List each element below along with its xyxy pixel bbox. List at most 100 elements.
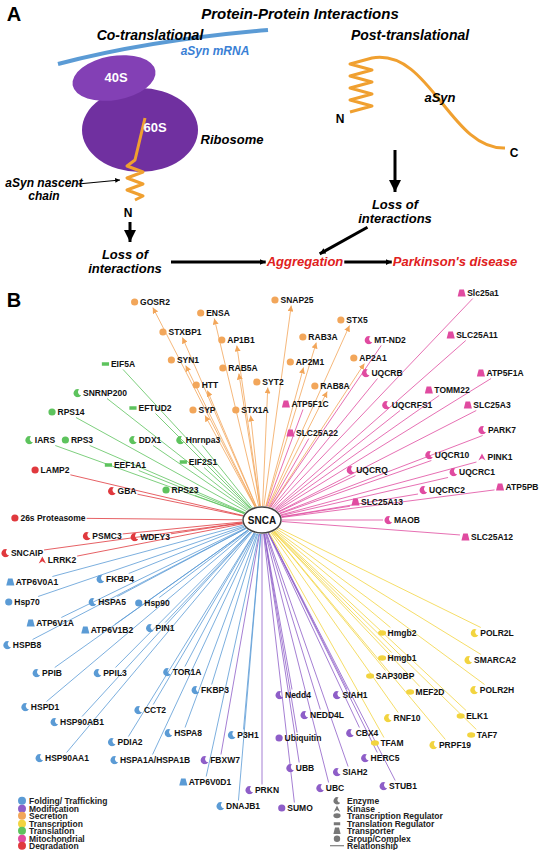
node-text: ATP5PB — [506, 483, 539, 492]
gene-icon — [429, 741, 438, 750]
gene-icon-shape — [361, 754, 368, 762]
gene-icon-shape — [2, 549, 9, 557]
node-text: Hmgb2 — [388, 629, 417, 638]
gene-node: Slc25a1 — [457, 289, 499, 298]
figure-label: aSyn — [424, 91, 455, 105]
node-text: Loss of interactions — [358, 197, 432, 226]
gene-icon-shape — [371, 740, 379, 745]
node-text: MAOB — [394, 516, 420, 525]
figure-label: N — [336, 113, 345, 126]
node-text: Ubiquitin — [285, 734, 322, 743]
gene-icon-shape — [378, 630, 386, 635]
gene-icon-shape — [219, 364, 226, 371]
interaction-line — [202, 446, 252, 508]
gene-icon — [332, 768, 341, 777]
gene-icon — [463, 401, 472, 410]
gene-icon — [163, 668, 172, 677]
gene-node: Hnrnpa3 — [176, 436, 220, 445]
node-text: P3H1 — [237, 731, 258, 740]
gene-icon-shape — [5, 598, 12, 605]
legend-text: Relationship — [347, 842, 398, 850]
node-text: EEF1A1 — [114, 461, 146, 470]
node-text: STX5 — [346, 316, 367, 325]
gene-node: EFTUD2 — [128, 404, 171, 413]
gene-icon-shape — [350, 354, 357, 361]
node-text: TAF7 — [477, 731, 498, 740]
gene-node: UQCRB — [361, 369, 402, 378]
gene-icon-shape — [27, 619, 35, 626]
asyn-protein — [350, 57, 505, 148]
gene-icon-shape — [31, 466, 38, 473]
gene-icon-shape — [464, 401, 472, 408]
gene-icon — [10, 514, 19, 523]
gene-node: DNAJB1 — [216, 802, 260, 811]
gene-node: SLC25A3 — [463, 401, 510, 410]
node-text: ATP6V1A — [36, 619, 74, 628]
interaction-line — [262, 534, 263, 785]
gene-icon — [286, 764, 295, 773]
gene-icon — [361, 754, 370, 763]
gene-icon — [384, 714, 393, 723]
node-text: HERC5 — [371, 754, 400, 763]
node-text: ATP5F1A — [486, 369, 523, 378]
node-text: HSPB8 — [13, 641, 41, 650]
gene-node: HSP90AA1 — [35, 754, 89, 763]
gene-icon — [449, 468, 458, 477]
process-step: Aggregation — [267, 255, 344, 269]
gene-node: FKBP3 — [191, 686, 229, 695]
gene-icon — [457, 289, 466, 298]
node-text: ELK1 — [466, 712, 488, 721]
gene-icon — [406, 688, 415, 697]
node-text: EIF2S1 — [189, 458, 217, 467]
gene-icon-shape — [275, 734, 282, 741]
gene-icon-shape — [253, 378, 260, 385]
gene-icon — [275, 691, 284, 700]
gene-icon-shape — [380, 782, 387, 790]
node-text: UBC — [326, 784, 344, 793]
gene-icon — [216, 802, 225, 811]
node-text: SYT2 — [262, 378, 283, 387]
figure-label: aSyn mRNA — [181, 45, 250, 58]
gene-icon — [3, 641, 12, 650]
gene-icon — [245, 786, 254, 795]
gene-node: STXBP1 — [158, 328, 201, 337]
node-text: SLC25A11 — [456, 331, 498, 340]
gene-icon-shape — [271, 296, 278, 303]
gene-icon — [179, 458, 188, 467]
node-text: MEF2D — [416, 688, 445, 697]
gene-node: Nedd4 — [275, 691, 311, 700]
interaction-line — [269, 392, 328, 507]
node-text: HTT — [202, 381, 219, 390]
legend-symbol — [330, 805, 344, 813]
node-text: SNRNP200 — [83, 389, 127, 398]
node-text: RPS23 — [172, 486, 199, 495]
gene-icon-shape — [135, 706, 142, 714]
gene-icon — [446, 331, 455, 340]
interaction-line — [238, 534, 260, 801]
gene-icon-shape — [282, 400, 290, 407]
interaction-line — [129, 527, 245, 574]
interaction-line — [128, 533, 254, 737]
gene-icon-shape — [467, 732, 475, 737]
legend-shape — [334, 805, 340, 811]
gene-icon-shape — [430, 741, 437, 749]
node-text: UBB — [296, 764, 314, 773]
gene-icon — [104, 461, 113, 470]
gene-icon-shape — [228, 731, 235, 739]
node-text: GBA — [118, 487, 137, 496]
node-text: POLR2H — [480, 686, 514, 695]
gene-icon — [336, 316, 345, 325]
interaction-line — [47, 531, 250, 702]
gene-icon-shape — [218, 336, 225, 343]
legend-swatch — [18, 842, 26, 850]
gene-icon — [281, 400, 290, 409]
gene-icon — [316, 784, 325, 793]
gene-icon-shape — [311, 382, 318, 389]
legend-shape — [334, 797, 341, 804]
node-text: PRPF19 — [439, 741, 471, 750]
gene-icon — [467, 731, 476, 740]
gene-icon-shape — [159, 328, 166, 335]
gene-icon-shape — [62, 436, 69, 443]
node-text: PDIA2 — [117, 738, 142, 747]
ribosome-40s — [69, 49, 159, 107]
